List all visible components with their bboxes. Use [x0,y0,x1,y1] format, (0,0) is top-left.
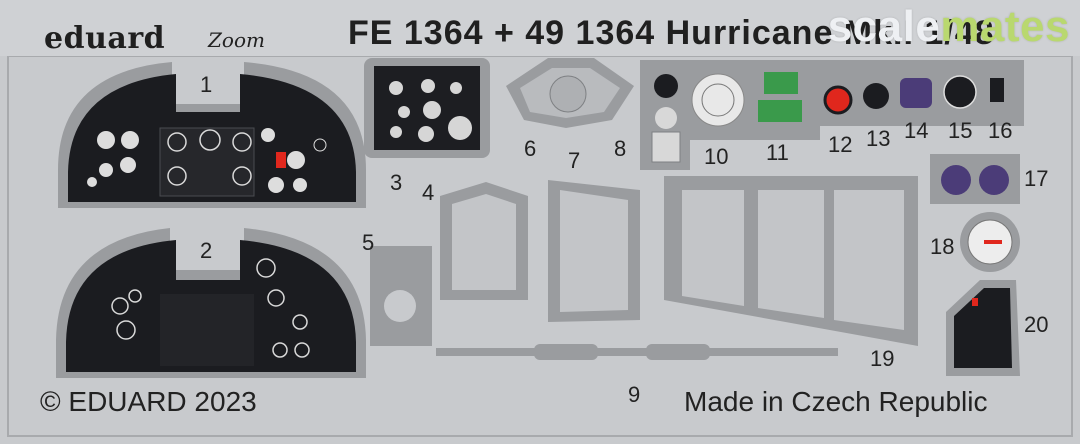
part-number: 14 [904,118,929,143]
parts-10-16-strip [640,60,1024,170]
part-7-plate [548,180,640,322]
part-number: 9 [628,382,641,407]
part-number: 4 [422,180,435,205]
part-1-instrument-panel [58,62,366,208]
part-17-gauges [930,154,1020,204]
part-4-frame [440,182,528,300]
part-number: 11 [766,140,789,165]
scalemates-watermark: scalemates [828,2,1070,52]
part-number: 19 [870,346,895,371]
watermark-part-2: mates [940,2,1070,51]
part-number: 10 [704,144,729,169]
part-number: 12 [828,132,853,157]
part-number: 3 [390,170,403,195]
part-18-dial [960,212,1020,272]
part-number: 13 [866,126,891,151]
part-number: 2 [200,238,213,263]
eduard-logo: eduard [44,21,166,56]
part-number: 8 [614,136,627,161]
part-5-bracket [370,246,432,346]
part-2-instrument-panel [56,228,366,378]
part-number: 7 [568,148,581,173]
part-number: 1 [200,72,213,97]
part-number: 15 [948,118,973,143]
watermark-part-1: scale [827,2,941,51]
part-number: 20 [1024,312,1049,337]
zoom-logo: Zoom [208,28,265,52]
part-20-switch-panel [946,280,1020,376]
part-number: 6 [524,136,537,161]
part-number: 5 [362,230,375,255]
part-number: 18 [930,234,955,259]
part-19-floor [664,176,918,346]
part-6-bracket [506,58,634,128]
part-number: 17 [1024,166,1049,191]
product-code: FE 1364 + 49 1364 Hurricane Mk.I 1/48 [348,14,995,52]
part-9-rods [436,344,838,360]
part-number: 16 [988,118,1013,143]
part-3-gauge-panel [364,58,490,158]
copyright-text: © EDUARD 2023 [40,386,257,417]
origin-text: Made in Czech Republic [684,386,988,417]
